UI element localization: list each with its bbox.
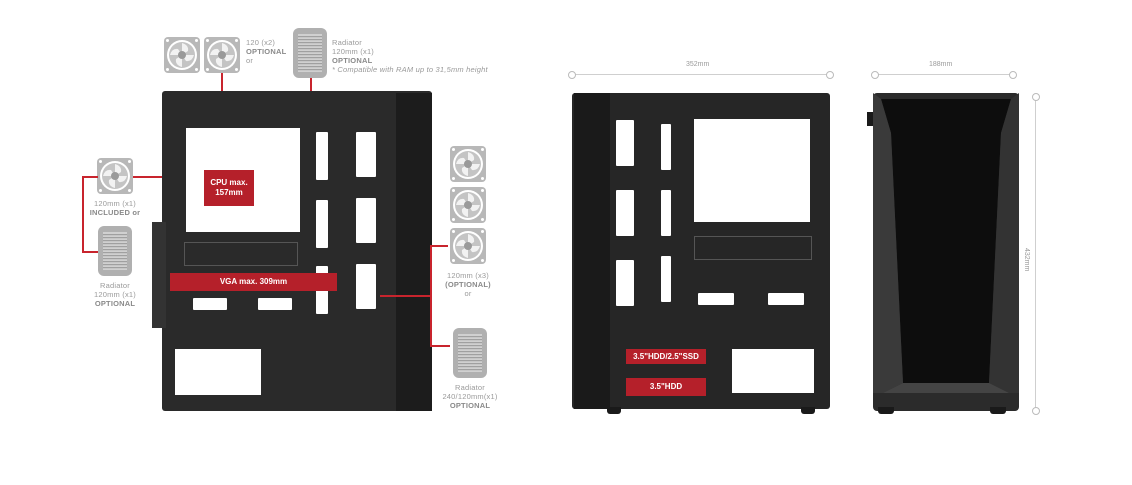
- front-fan-icon: [450, 187, 486, 223]
- side-bottom-cutout: [732, 349, 814, 393]
- case-foot: [990, 407, 1006, 414]
- cpu-clearance-box: CPU max. 157mm: [204, 170, 254, 206]
- hdd-ssd-bay-box: 3.5"HDD/2.5"SSD: [626, 349, 706, 364]
- rear-fan-icon: [97, 158, 133, 194]
- rear-connector-line: [82, 176, 84, 252]
- rear-connector-line: [133, 176, 183, 178]
- height-dimension-label: 432mm: [1023, 248, 1030, 272]
- drive-slot: [616, 190, 634, 236]
- cable-slot: [193, 298, 227, 310]
- cable-slot: [661, 190, 671, 236]
- dimension-endpoint: [826, 71, 834, 79]
- front-fan-icon: [450, 146, 486, 182]
- cable-slot: [661, 256, 671, 302]
- height-dimension-line: [1035, 96, 1036, 410]
- interior-front-panel: [396, 93, 432, 411]
- dimension-endpoint: [871, 71, 879, 79]
- cable-slot: [661, 124, 671, 170]
- side-front-mesh: [574, 93, 610, 409]
- width-dimension-label: 188mm: [929, 61, 953, 68]
- drive-slot: [356, 132, 376, 177]
- front-connector-line: [430, 245, 448, 247]
- front-fan-icon: [450, 228, 486, 264]
- rear-fan-label: 120mm (x1) INCLUDED or: [89, 199, 141, 217]
- front-glass-panel: [873, 93, 1019, 393]
- top-radiator-label: Radiator 120mm (x1) OPTIONAL * Compatibl…: [332, 38, 488, 74]
- front-connector-line: [430, 345, 450, 347]
- side-cpu-cutout: [694, 119, 810, 222]
- length-dimension-line: [571, 74, 829, 75]
- drive-slot: [616, 260, 634, 306]
- width-dimension-line: [874, 74, 1012, 75]
- dimension-endpoint: [1032, 93, 1040, 101]
- top-connector-line: [221, 73, 223, 101]
- cable-slot: [768, 293, 804, 305]
- rear-connector-line: [82, 251, 98, 253]
- top-connector-line: [310, 78, 312, 101]
- case-foot: [801, 407, 815, 414]
- hdd-bay-box: 3.5"HDD: [626, 378, 706, 396]
- front-fans-label: 120mm (x3) (OPTIONAL) or: [445, 271, 491, 298]
- top-fan-label: 120 (x2) OPTIONAL or: [246, 38, 287, 65]
- side-bracket-outline: [694, 236, 812, 260]
- case-foot: [607, 407, 621, 414]
- front-radiator-label: Radiator 240/120mm(x1) OPTIONAL: [442, 383, 498, 410]
- expansion-bracket: [184, 242, 298, 266]
- rear-radiator-icon: [98, 226, 132, 276]
- top-fan-icon: [204, 37, 240, 73]
- top-fan-icon: [164, 37, 200, 73]
- drive-slot: [356, 198, 376, 243]
- rear-radiator-label: Radiator 120mm (x1) OPTIONAL: [93, 281, 136, 308]
- cable-slot: [316, 200, 328, 248]
- front-connector-line: [380, 295, 432, 297]
- dimension-endpoint: [568, 71, 576, 79]
- top-radiator-icon: [293, 28, 327, 78]
- drive-slot: [616, 120, 634, 166]
- front-radiator-icon: [453, 328, 487, 378]
- front-connector-line: [430, 245, 432, 346]
- cable-slot: [258, 298, 292, 310]
- rear-io-bracket: [152, 222, 166, 328]
- case-foot: [878, 407, 894, 414]
- side-button: [867, 112, 873, 126]
- length-dimension-label: 352mm: [686, 61, 710, 68]
- dimension-endpoint: [1009, 71, 1017, 79]
- dimension-endpoint: [1032, 407, 1040, 415]
- cable-slot: [316, 132, 328, 180]
- rear-connector-line: [82, 176, 98, 178]
- psu-area-cutout: [175, 349, 261, 395]
- drive-slot: [356, 264, 376, 309]
- vga-clearance-bar: VGA max. 309mm: [170, 273, 337, 291]
- cable-slot: [698, 293, 734, 305]
